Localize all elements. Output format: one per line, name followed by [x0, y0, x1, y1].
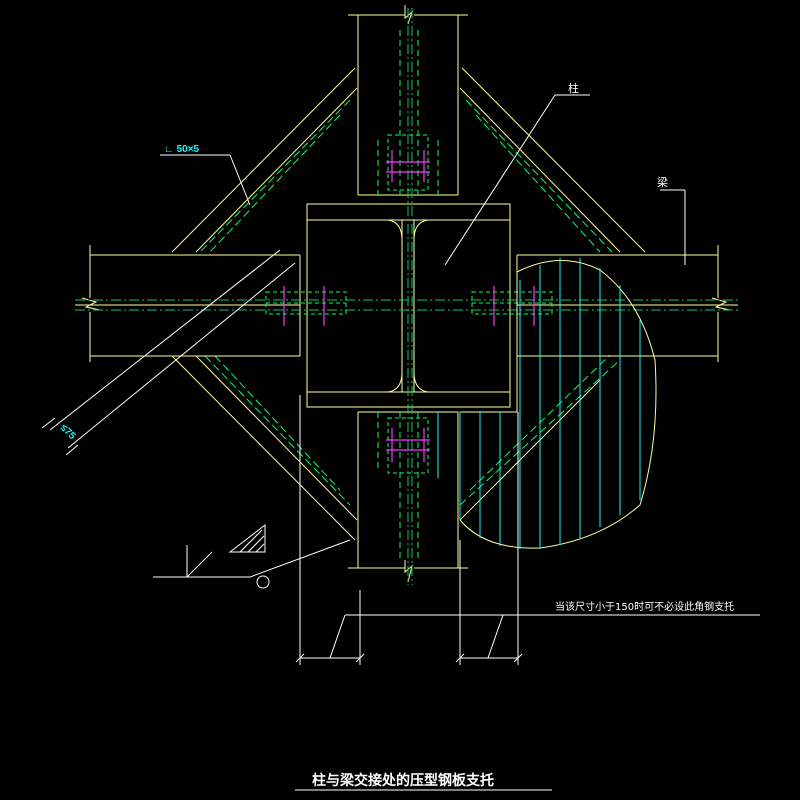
angle-support-braces [171, 67, 646, 541]
section-detail [437, 258, 657, 568]
leader-lines [41, 94, 760, 791]
drawing-title: 柱与梁交接处的压型钢板支托 [312, 772, 494, 789]
beam-label: 梁 [657, 175, 668, 189]
column-bolt-plates [387, 134, 429, 474]
hatch-mark [239, 529, 265, 553]
angle-steel-label: ∟ 50×5 [164, 144, 200, 155]
detail-circle-marker [256, 575, 270, 589]
column-label: 柱 [568, 81, 579, 95]
column-bolts [386, 150, 430, 462]
centerlines [75, 8, 738, 585]
column-hidden-lines [377, 30, 439, 560]
column-upper [348, 14, 468, 196]
beam-bolt-plates [265, 291, 553, 315]
beam-bolts [283, 286, 535, 326]
beam-left [75, 245, 301, 362]
note-text: 当该尺寸小于150时可不必设此角钢支托 [555, 600, 734, 613]
